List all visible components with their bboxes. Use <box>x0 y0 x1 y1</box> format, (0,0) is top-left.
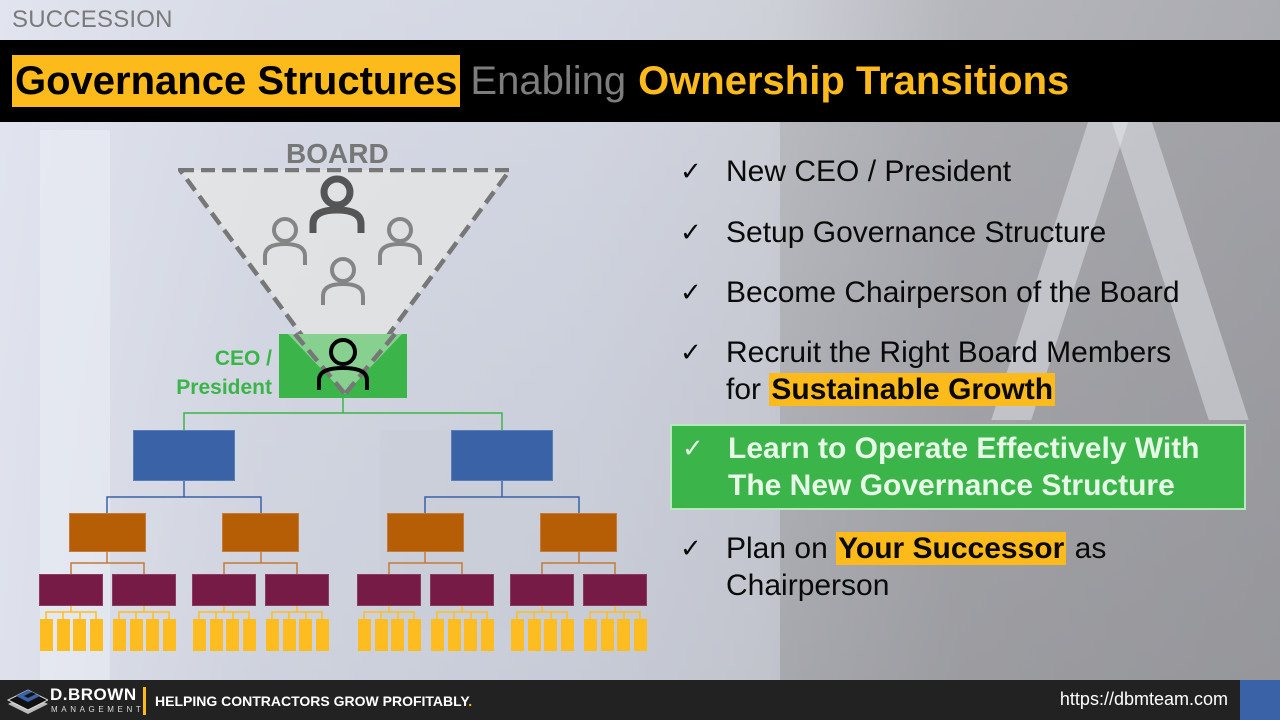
level5-box <box>481 619 494 651</box>
level5-box <box>617 619 630 651</box>
level5-box <box>448 619 461 651</box>
dbrown-logo-icon <box>6 689 48 714</box>
level5-box <box>283 619 296 651</box>
level5-box <box>193 619 206 651</box>
highlight-sustainable-growth: Sustainable Growth <box>769 373 1056 406</box>
level5-box <box>243 619 256 651</box>
section-label: SUCCESSION <box>12 6 173 33</box>
level5-box <box>544 619 557 651</box>
level3-box <box>222 513 299 552</box>
website-link[interactable]: https://dbmteam.com <box>1059 689 1228 709</box>
title-bar: Governance Structures Enabling Ownership… <box>0 40 1280 122</box>
checklist-item-emphasized: ✓ Learn to Operate Effectively With The … <box>670 424 1246 510</box>
ceo-label: CEO / President <box>176 347 272 399</box>
level5-box <box>40 619 53 651</box>
level5-box <box>226 619 239 651</box>
level5-box <box>391 619 404 651</box>
level5-box <box>464 619 477 651</box>
check-icon: ✓ <box>680 337 702 367</box>
triangle-tip-overlay <box>288 332 402 396</box>
check-icon: ✓ <box>680 217 702 247</box>
level5-box <box>601 619 614 651</box>
level5-box <box>634 619 647 651</box>
level4-box <box>430 574 494 606</box>
level5-box <box>375 619 388 651</box>
brand-subtitle: MANAGEMENT <box>51 705 145 714</box>
level5-box <box>528 619 541 651</box>
checklist-item: ✓ Become Chairperson of the Board <box>680 276 1180 309</box>
person-icon <box>378 217 422 265</box>
level5-box <box>299 619 312 651</box>
ceo-person-icon <box>317 338 369 390</box>
level4-box <box>583 574 647 606</box>
level4-box <box>112 574 176 606</box>
level5-box <box>146 619 159 651</box>
title-middle: Enabling <box>470 58 627 103</box>
tagline: HELPING CONTRACTORS GROW PROFITABLY. <box>155 693 473 709</box>
level5-box <box>57 619 70 651</box>
org-chart-connectors <box>45 398 641 619</box>
level5-box <box>408 619 421 651</box>
level5-box <box>584 619 597 651</box>
level5-box <box>163 619 176 651</box>
level2-box <box>133 430 235 481</box>
level5-box <box>511 619 524 651</box>
person-icon <box>321 257 365 305</box>
person-icon-chair <box>309 175 365 233</box>
highlight-your-successor: Your Successor <box>836 532 1067 565</box>
person-icon <box>263 217 307 265</box>
footer: D.BROWN MANAGEMENT HELPING CONTRACTORS G… <box>0 680 1280 720</box>
check-icon: ✓ <box>680 533 702 563</box>
level5-box <box>316 619 329 651</box>
level3-box <box>69 513 146 552</box>
level4-box <box>510 574 574 606</box>
brand-name: D.BROWN <box>50 685 137 704</box>
checklist-item: ✓ Setup Governance Structure <box>680 216 1107 249</box>
level4-box <box>357 574 421 606</box>
level4-box <box>39 574 103 606</box>
corner-accent <box>1240 680 1280 720</box>
title-end: Ownership Transitions <box>638 58 1070 103</box>
footer-divider <box>143 687 146 715</box>
checklist-item: ✓ Learn to Operate Effectively With The … <box>682 432 1200 502</box>
level5-box <box>431 619 444 651</box>
level5-box <box>113 619 126 651</box>
level5-box <box>130 619 143 651</box>
level4-box <box>192 574 256 606</box>
level4-box <box>265 574 329 606</box>
board-triangle <box>178 168 514 398</box>
level2-box <box>451 430 553 481</box>
check-icon: ✓ <box>680 277 702 307</box>
check-icon: ✓ <box>680 156 702 186</box>
level5-box <box>561 619 574 651</box>
level5-box <box>73 619 86 651</box>
title-highlight: Governance Structures <box>12 55 461 107</box>
checklist-item: ✓ Plan on Your Successor as Chairperson <box>680 532 1107 602</box>
checklist-item: ✓ Recruit the Right Board Members for Su… <box>680 336 1172 406</box>
level3-box <box>540 513 617 552</box>
level5-box <box>90 619 103 651</box>
level5-box <box>210 619 223 651</box>
level3-box <box>387 513 464 552</box>
checklist-item: ✓ New CEO / President <box>680 155 1012 188</box>
board-label: BOARD <box>286 138 389 169</box>
check-icon: ✓ <box>682 433 704 463</box>
level5-box <box>266 619 279 651</box>
level5-box <box>358 619 371 651</box>
